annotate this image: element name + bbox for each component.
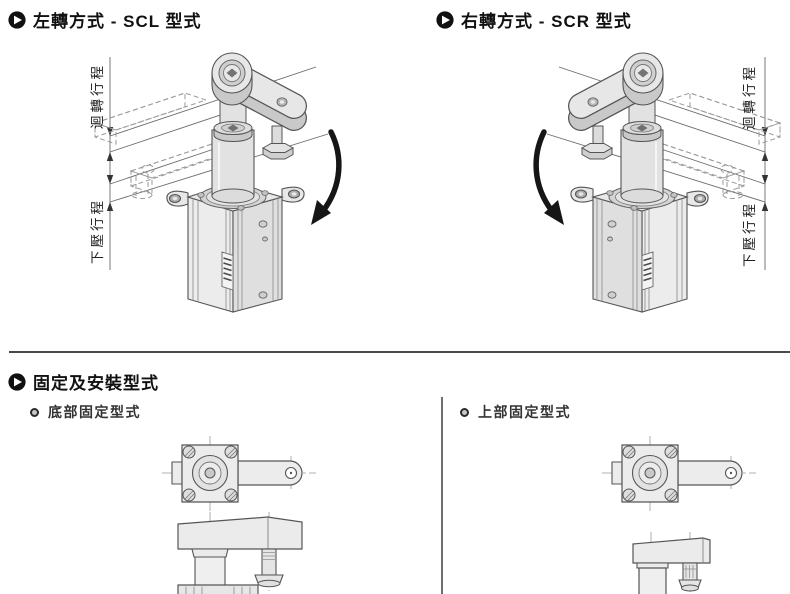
ring-dot-icon bbox=[460, 407, 469, 417]
mounting-title-row: 固定及安裝型式 bbox=[8, 369, 159, 394]
play-circle-icon bbox=[436, 10, 454, 29]
top-mount-label: 上部固定型式 bbox=[478, 404, 571, 420]
top-mount-label-row: 上部固定型式 bbox=[460, 402, 571, 422]
top-mount-drawing bbox=[601, 435, 757, 594]
scl-left-rotation-diagram bbox=[70, 48, 380, 348]
bottom-mount-label-row: 底部固定型式 bbox=[30, 402, 141, 422]
right-rotation-title: 右轉方式 - SCR 型式 bbox=[461, 12, 632, 31]
bottom-mount-label: 底部固定型式 bbox=[48, 404, 141, 420]
cylinder-front-view bbox=[632, 532, 711, 594]
play-circle-icon bbox=[8, 10, 26, 29]
section-divider bbox=[9, 351, 790, 353]
bottom-mount-drawing bbox=[161, 435, 317, 594]
play-circle-icon bbox=[8, 372, 26, 391]
scr-down-stroke-label: 下壓行程 bbox=[742, 201, 757, 267]
scl-down-stroke-label: 下壓行程 bbox=[90, 198, 105, 264]
column-divider bbox=[441, 397, 443, 594]
right-rotation-title-row: 右轉方式 - SCR 型式 bbox=[436, 7, 632, 32]
clamp-bolt-front bbox=[254, 548, 284, 588]
mounting-title: 固定及安裝型式 bbox=[33, 374, 159, 393]
left-rotation-title-row: 左轉方式 - SCL 型式 bbox=[8, 7, 202, 32]
scr-rotary-stroke-label: 迴轉行程 bbox=[742, 64, 757, 130]
left-rotation-title: 左轉方式 - SCL 型式 bbox=[33, 12, 202, 31]
ring-dot-icon bbox=[30, 407, 39, 417]
scl-rotary-stroke-label: 迴轉行程 bbox=[90, 63, 105, 129]
cylinder-front-view bbox=[177, 512, 303, 594]
clamp-bolt-front bbox=[678, 562, 702, 592]
